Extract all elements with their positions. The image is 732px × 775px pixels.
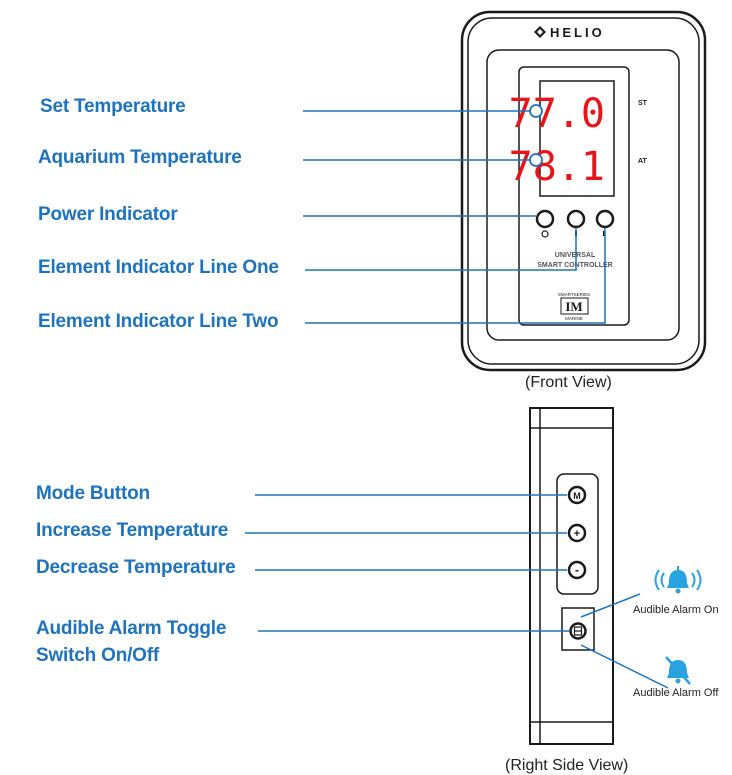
power-symbol-icon	[541, 230, 549, 238]
aquarium-temperature-display: 78.1	[509, 144, 605, 190]
st-tag: ST	[638, 100, 648, 107]
svg-text:MARINE: MARINE	[565, 316, 583, 321]
front-view-caption: (Front View)	[525, 374, 612, 391]
label-decrease-temperature: Decrease Temperature	[36, 557, 236, 578]
label-aquarium-temperature: Aquarium Temperature	[38, 147, 242, 168]
mode-button-icon[interactable]: M	[567, 485, 587, 505]
label-power-indicator: Power Indicator	[38, 204, 178, 225]
set-temperature-display: 77.0	[509, 91, 605, 137]
side-leader-lines	[245, 494, 669, 689]
at-tag: AT	[638, 158, 648, 165]
product-line2: SMART CONTROLLER	[537, 262, 612, 269]
side-view-caption: (Right Side View)	[505, 757, 629, 774]
im-marine-logo: SMARTSERIES IM MARINE	[558, 292, 590, 321]
svg-text:IM: IM	[565, 299, 582, 314]
aquarium-temp-pointer-ring	[529, 153, 543, 167]
svg-text:SMARTSERIES: SMARTSERIES	[558, 292, 590, 297]
bell-muted-icon	[665, 656, 691, 685]
bell-icon	[654, 566, 702, 594]
set-temp-pointer-ring	[529, 104, 543, 118]
element-indicator-two-led	[595, 209, 615, 229]
decrease-button-icon[interactable]: -	[567, 560, 587, 580]
power-indicator-led	[535, 209, 555, 229]
element-indicator-one-led	[566, 209, 586, 229]
brand-text: HELIO	[550, 25, 605, 40]
label-increase-temperature: Increase Temperature	[36, 520, 229, 541]
label-alarm-off: Audible Alarm Off	[633, 687, 719, 699]
svg-text:+: +	[574, 528, 580, 540]
front-device: HELIO 77.0 78.1 ST AT UNIVERSAL SMART CO…	[460, 10, 707, 372]
label-element-indicator-line-two: Element Indicator Line Two	[38, 311, 279, 332]
svg-text:-: -	[575, 563, 579, 577]
label-alarm-toggle-line1: Audible Alarm Toggle	[36, 618, 227, 639]
label-alarm-toggle-line2: Switch On/Off	[36, 645, 160, 666]
alarm-toggle-switch-icon[interactable]	[569, 622, 587, 640]
svg-text:M: M	[573, 491, 581, 501]
label-alarm-on: Audible Alarm On	[633, 604, 719, 616]
label-mode-button: Mode Button	[36, 483, 150, 504]
label-set-temperature: Set Temperature	[40, 96, 186, 117]
front-leader-lines	[303, 110, 606, 324]
helio-logo-icon	[534, 26, 546, 38]
increase-button-icon[interactable]: +	[567, 523, 587, 543]
label-element-indicator-line-one: Element Indicator Line One	[38, 257, 279, 278]
